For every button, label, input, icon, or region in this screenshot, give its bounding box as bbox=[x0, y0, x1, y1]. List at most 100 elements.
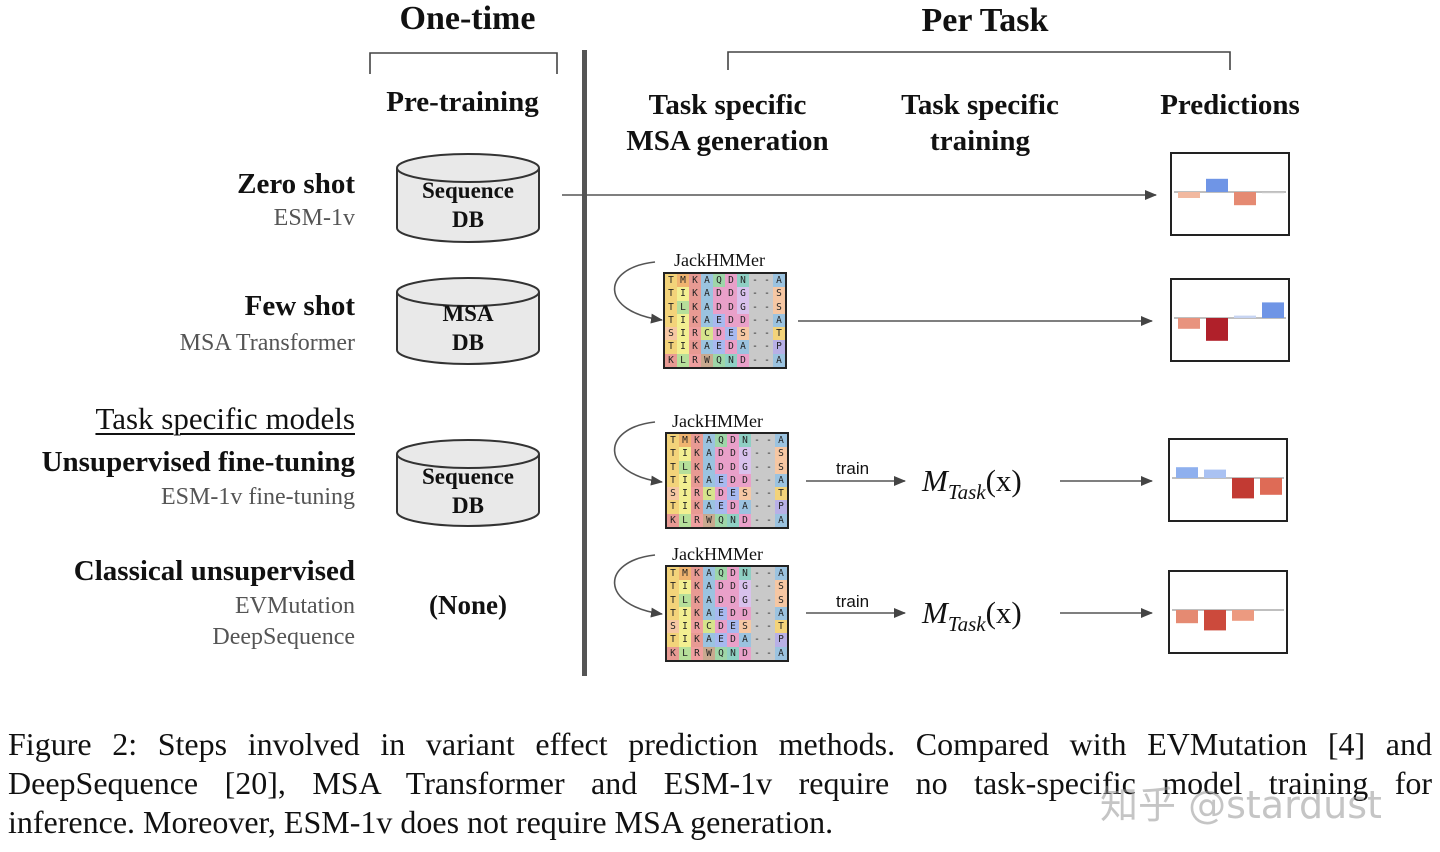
msa-residue: I bbox=[679, 633, 691, 647]
msa-residue: N bbox=[739, 567, 751, 581]
msa-residue: I bbox=[677, 340, 689, 354]
msa-residue: R bbox=[689, 353, 701, 367]
msa-residue: P bbox=[775, 633, 787, 647]
msa-residue: T bbox=[667, 633, 679, 647]
msa-residue: I bbox=[679, 447, 691, 461]
msa-residue: - bbox=[749, 353, 761, 367]
msa-residue: Q bbox=[713, 274, 725, 288]
msa-residue: A bbox=[701, 313, 713, 328]
msa-residue: K bbox=[691, 606, 703, 621]
db-label-line1: MSA bbox=[442, 301, 494, 326]
msa-residue: - bbox=[751, 513, 763, 527]
msa-residue: E bbox=[715, 500, 727, 514]
msa-residue: - bbox=[763, 487, 775, 501]
msa-residue: L bbox=[679, 513, 691, 527]
msa-residue: K bbox=[689, 274, 701, 288]
db-label-line1: Sequence bbox=[422, 464, 514, 489]
msa-residue: - bbox=[763, 580, 775, 594]
msa-residue: T bbox=[773, 327, 785, 341]
msa-residue: C bbox=[703, 487, 715, 501]
msa-residue: Q bbox=[713, 353, 725, 367]
divider bbox=[582, 50, 587, 676]
msa-residue: T bbox=[667, 473, 679, 488]
msa-residue: R bbox=[691, 646, 703, 660]
msa-residue: - bbox=[763, 500, 775, 514]
msa-residue: D bbox=[727, 633, 739, 647]
task-specific-models-heading: Task specific models bbox=[95, 401, 355, 436]
msa-residue: - bbox=[763, 646, 775, 660]
msa-residue: A bbox=[703, 460, 715, 474]
msa-tool-label-3: JackHMMer bbox=[672, 544, 763, 564]
msa-residue: A bbox=[773, 274, 785, 288]
msa-residue: D bbox=[725, 313, 737, 328]
row-subtitle-msa-transformer: MSA Transformer bbox=[179, 330, 355, 356]
msa-residue: D bbox=[715, 447, 727, 461]
msa-residue: G bbox=[739, 593, 751, 607]
msa-residue: D bbox=[737, 313, 749, 328]
msa-residue: S bbox=[775, 580, 787, 594]
db-cylinder-2 bbox=[396, 439, 540, 527]
prediction-plot bbox=[1170, 152, 1290, 236]
msa-residue: T bbox=[665, 313, 677, 328]
loop-arrow-2 bbox=[613, 421, 663, 486]
msa-residue: T bbox=[667, 580, 679, 594]
msa-residue: C bbox=[703, 620, 715, 634]
msa-residue: S bbox=[775, 447, 787, 461]
msa-residue: - bbox=[749, 340, 761, 354]
msa-residue: I bbox=[677, 313, 689, 328]
msa-residue: D bbox=[727, 500, 739, 514]
msa-residue: A bbox=[703, 473, 715, 488]
msa-residue: N bbox=[739, 434, 751, 448]
header-task-training-line2: training bbox=[930, 125, 1030, 157]
msa-residue: I bbox=[677, 287, 689, 301]
msa-residue: A bbox=[775, 513, 787, 527]
row-subtitle-evmutation: EVMutation bbox=[235, 593, 355, 619]
msa-residue: D bbox=[737, 353, 749, 367]
msa-residue: - bbox=[761, 313, 773, 328]
header-task-training: Task specific training bbox=[870, 87, 1090, 159]
msa-residue: A bbox=[703, 447, 715, 461]
msa-residue: M bbox=[679, 434, 691, 448]
msa-residue: K bbox=[691, 460, 703, 474]
msa-residue: D bbox=[727, 434, 739, 448]
msa-residue: - bbox=[761, 274, 773, 288]
train-label-2: train bbox=[836, 592, 870, 611]
header-msa-generation: Task specific MSA generation bbox=[600, 87, 855, 159]
msa-residue: - bbox=[751, 487, 763, 501]
msa-residue: - bbox=[749, 327, 761, 341]
msa-residue: - bbox=[763, 606, 775, 621]
prediction-bar bbox=[1178, 318, 1200, 329]
msa-residue: E bbox=[713, 340, 725, 354]
msa-residue: G bbox=[739, 447, 751, 461]
msa-residue: A bbox=[703, 593, 715, 607]
msa-residue: D bbox=[727, 447, 739, 461]
db-label-line2: DB bbox=[452, 207, 484, 232]
msa-residue: L bbox=[679, 646, 691, 660]
db-cylinder-1 bbox=[396, 277, 540, 365]
model-formula-2: MTask(x) bbox=[922, 595, 1022, 636]
msa-residue: K bbox=[691, 500, 703, 514]
msa-residue: - bbox=[751, 620, 763, 634]
msa-residue: D bbox=[739, 646, 751, 660]
msa-residue: I bbox=[679, 487, 691, 501]
prediction-bar bbox=[1178, 192, 1200, 198]
prediction-plot bbox=[1168, 438, 1288, 522]
msa-residue: - bbox=[763, 633, 775, 647]
msa-residue: I bbox=[679, 620, 691, 634]
prediction-bar bbox=[1176, 467, 1198, 478]
msa-residue: - bbox=[751, 567, 763, 581]
figure-caption: Figure 2: Steps involved in variant effe… bbox=[8, 725, 1432, 842]
row-title-few-shot: Few shot bbox=[244, 290, 355, 322]
msa-residue: N bbox=[725, 353, 737, 367]
msa-residue: K bbox=[689, 300, 701, 314]
msa-residue: K bbox=[689, 313, 701, 328]
msa-residue: W bbox=[703, 513, 715, 527]
msa-residue: R bbox=[691, 620, 703, 634]
msa-residue: D bbox=[739, 513, 751, 527]
msa-tool-label-1: JackHMMer bbox=[674, 250, 765, 270]
msa-residue: - bbox=[763, 473, 775, 488]
msa-tool-label-2: JackHMMer bbox=[672, 411, 763, 431]
msa-residue: - bbox=[763, 513, 775, 527]
msa-residue: - bbox=[761, 300, 773, 314]
